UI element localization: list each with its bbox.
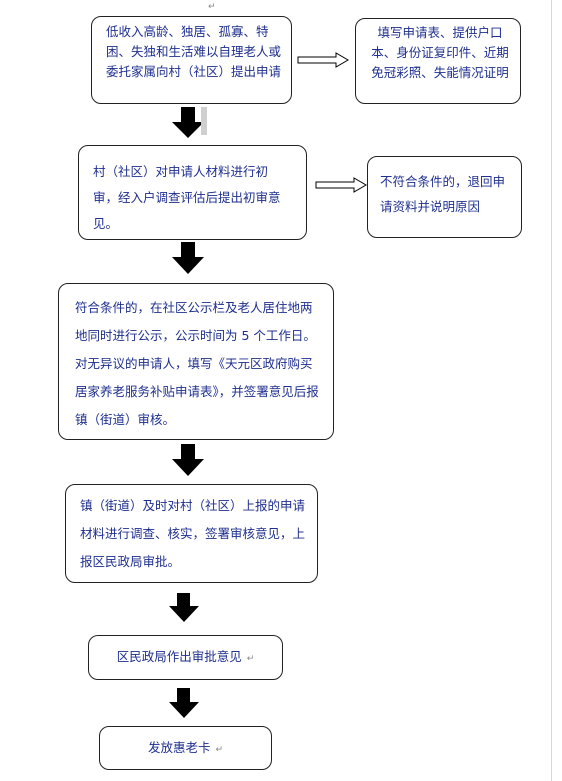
paragraph-mark: ↵	[208, 2, 216, 12]
arrow-shadow	[201, 107, 207, 135]
down-arrow-4	[169, 593, 199, 622]
step-town-review: 镇（街道）及时对村（社区）上报的申请材料进行调查、核实，签署审核意见，上报区民政…	[65, 484, 318, 583]
step-apply-text: 低收入高龄、独居、孤寡、特困、失独和生活难以自理老人或委托家属向村（社区）提出申…	[106, 24, 282, 79]
step-civil-affairs-approval: 区民政局作出审批意见 ↵	[88, 635, 283, 680]
step-town-review-text: 镇（街道）及时对村（社区）上报的申请材料进行调查、核实，签署审核意见，上报区民政…	[80, 498, 306, 569]
paragraph-mark: ↵	[246, 654, 255, 664]
step-issue-card-text: 发放惠老卡	[147, 740, 211, 755]
down-arrow-3	[172, 444, 204, 476]
step-preliminary-review: 村（社区）对申请人材料进行初审，经入户调查评估后提出初审意见。	[78, 145, 307, 240]
down-arrow-2	[172, 242, 204, 274]
step-publicity-text: 符合条件的，在社区公示栏及老人居住地两地同时进行公示，公示时间为 5 个工作日。…	[75, 300, 319, 427]
side-rejection-text: 不符合条件的，退回申请资料并说明原因	[380, 174, 506, 214]
side-rejection: 不符合条件的，退回申请资料并说明原因	[367, 156, 522, 238]
step-civil-affairs-approval-text: 区民政局作出审批意见	[116, 649, 242, 664]
down-arrow-1	[172, 107, 204, 138]
step-issue-card: 发放惠老卡 ↵	[99, 726, 272, 770]
right-arrow-2	[315, 177, 367, 193]
step-preliminary-review-text: 村（社区）对申请人材料进行初审，经入户调查评估后提出初审意见。	[93, 164, 281, 231]
side-materials: 填写申请表、提供户口本、身份证复印件、近期免冠彩照、失能情况证明	[355, 18, 521, 104]
step-apply: 低收入高龄、独居、孤寡、特困、失独和生活难以自理老人或委托家属向村（社区）提出申…	[91, 16, 292, 104]
page-margin-line	[551, 0, 552, 781]
step-publicity: 符合条件的，在社区公示栏及老人居住地两地同时进行公示，公示时间为 5 个工作日。…	[58, 283, 334, 440]
side-materials-text: 填写申请表、提供户口本、身份证复印件、近期免冠彩照、失能情况证明	[371, 25, 509, 80]
down-arrow-5	[169, 688, 199, 718]
right-arrow-1	[297, 52, 349, 68]
paragraph-mark: ↵	[215, 745, 224, 755]
